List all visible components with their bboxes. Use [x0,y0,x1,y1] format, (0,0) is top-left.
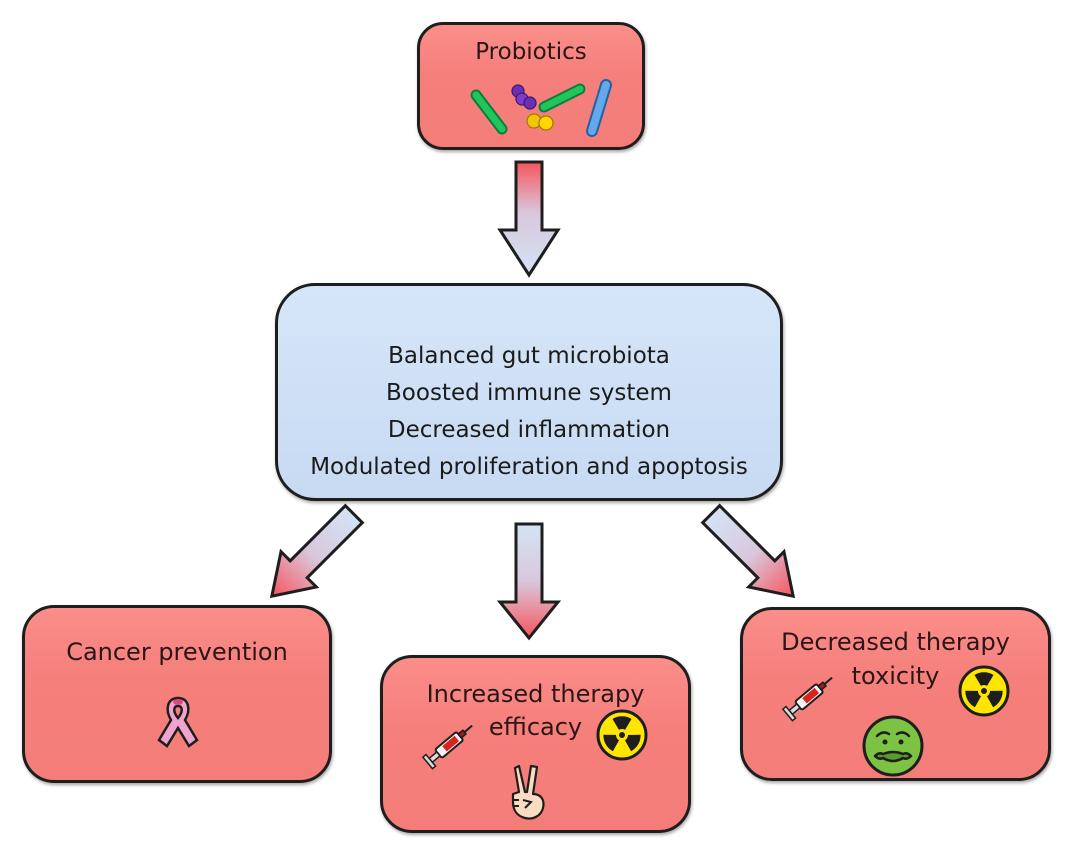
victory-hand-icon [511,764,545,820]
therapy-toxicity-title-line1: Decreased therapy [781,628,1010,656]
arrow-center-to-therapy-efficacy [496,522,562,641]
syringe-icon [781,676,833,722]
therapy-toxicity-title-line2: toxicity [851,662,940,690]
therapy-efficacy-title-line2: efficacy [488,713,583,741]
syringe-icon [421,724,473,770]
bacteria-icon [470,79,612,137]
probiotics-box: Probiotics [417,22,645,150]
mechanism-line-4: Modulated proliferation and apoptosis [310,454,748,480]
mechanism-line-2: Boosted immune system [386,380,672,406]
awareness-ribbon-icon [157,696,199,748]
mechanism-line-1: Balanced gut microbiota [388,343,670,369]
probiotics-title: Probiotics [475,39,587,65]
therapy-toxicity-box: Decreased therapy toxicity [740,607,1051,781]
cancer-prevention-title: Cancer prevention [66,638,288,666]
therapy-efficacy-box: Increased therapy efficacy [380,655,691,833]
therapy-efficacy-title-line1: Increased therapy [426,680,645,708]
radiation-icon [958,665,1010,717]
mechanisms-box: Balanced gut microbiota Boosted immune s… [275,283,783,501]
cancer-prevention-box: Cancer prevention [22,605,332,783]
arrow-probiotics-to-center [497,160,561,278]
nauseated-face-icon [862,715,924,777]
arrow-center-to-cancer-prevention [269,503,365,599]
arrow-center-to-therapy-toxicity [700,503,796,599]
radiation-icon [596,709,648,761]
mechanism-line-3: Decreased inflammation [387,417,671,443]
